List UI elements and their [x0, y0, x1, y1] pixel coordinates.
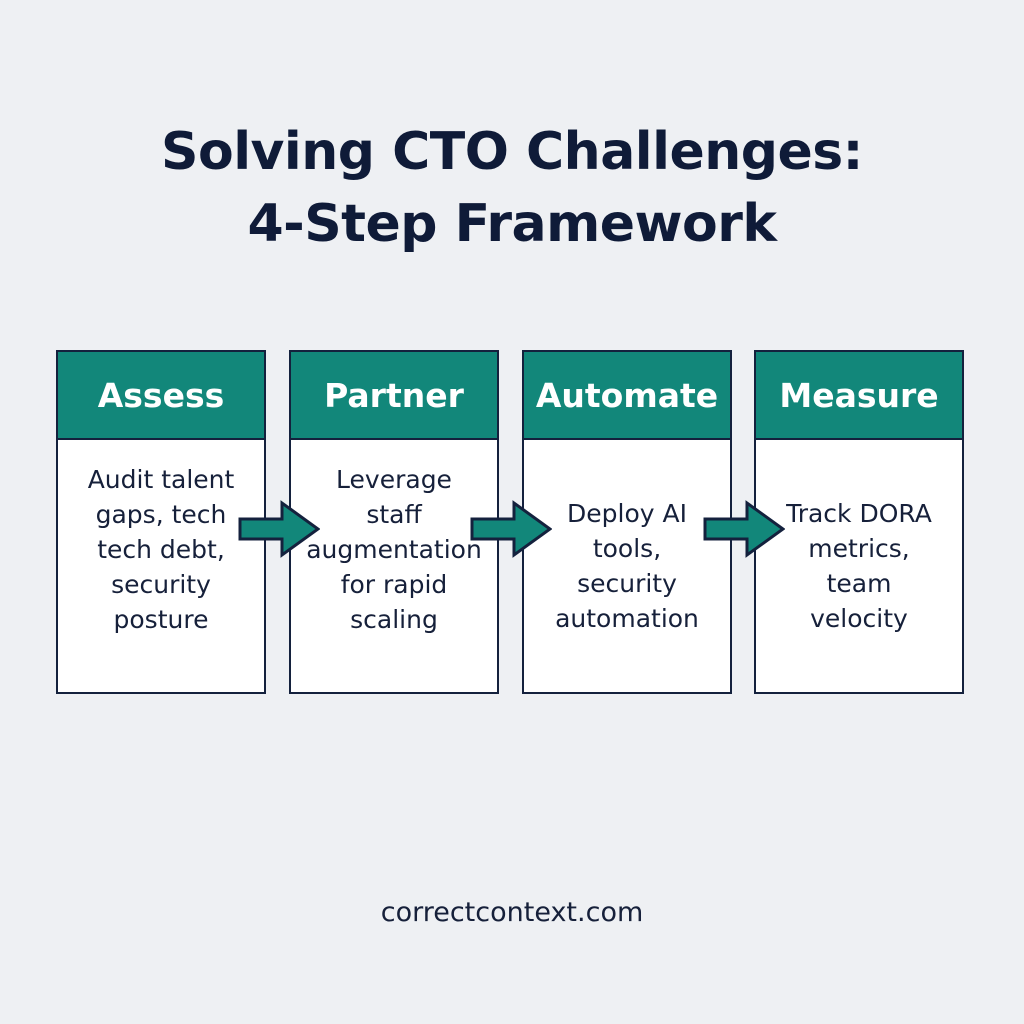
step-heading-partner: Partner: [291, 352, 497, 440]
step-text-line: automation: [555, 604, 699, 633]
step-heading-assess: Assess: [58, 352, 264, 440]
arrow-right-icon: [470, 500, 552, 558]
step-text-line: gaps, tech: [95, 499, 227, 529]
step-text-line: tools,: [592, 534, 662, 563]
arrow-right-icon: [703, 500, 785, 558]
title-line-2: 4-Step Framework: [247, 194, 777, 254]
step-box-automate: Automate Deploy AI tools, security autom…: [522, 350, 732, 694]
step-text-line: for rapid: [340, 569, 448, 599]
step-text-line: Leverage: [336, 464, 452, 494]
step-text-line: velocity: [810, 604, 908, 633]
step-box-measure: Measure Track DORA metrics, team velocit…: [754, 350, 964, 694]
arrow-right-icon: [238, 500, 320, 558]
step-text-line: Audit talent: [87, 464, 235, 494]
step-text-line: augmentation: [306, 534, 482, 564]
step-text-line: security: [111, 569, 211, 599]
step-text-line: posture: [113, 604, 209, 634]
step-text-line: metrics,: [808, 534, 910, 563]
step-description-partner: Leverage staff augmentation for rapid sc…: [291, 440, 497, 692]
step-text-line: staff: [366, 499, 422, 529]
step-text-line: scaling: [350, 604, 438, 634]
footer-url: correctcontext.com: [380, 897, 644, 928]
step-text-line: Deploy AI: [567, 499, 687, 528]
title-line-1: Solving CTO Challenges:: [161, 122, 863, 182]
step-text-line: Track DORA: [786, 499, 932, 528]
step-text-line: security: [577, 569, 677, 598]
step-description-assess: Audit talent gaps, tech tech debt, secur…: [58, 440, 264, 692]
step-description-measure: Track DORA metrics, team velocity: [756, 440, 962, 692]
step-heading-measure: Measure: [756, 352, 962, 440]
step-box-partner: Partner Leverage staff augmentation for …: [289, 350, 499, 694]
step-text-line: team: [826, 569, 892, 598]
step-heading-automate: Automate: [524, 352, 730, 440]
page-title: Solving CTO Challenges: 4-Step Framework: [0, 116, 1024, 260]
step-text-line: tech debt,: [97, 534, 225, 564]
step-description-automate: Deploy AI tools, security automation: [524, 440, 730, 692]
step-box-assess: Assess Audit talent gaps, tech tech debt…: [56, 350, 266, 694]
